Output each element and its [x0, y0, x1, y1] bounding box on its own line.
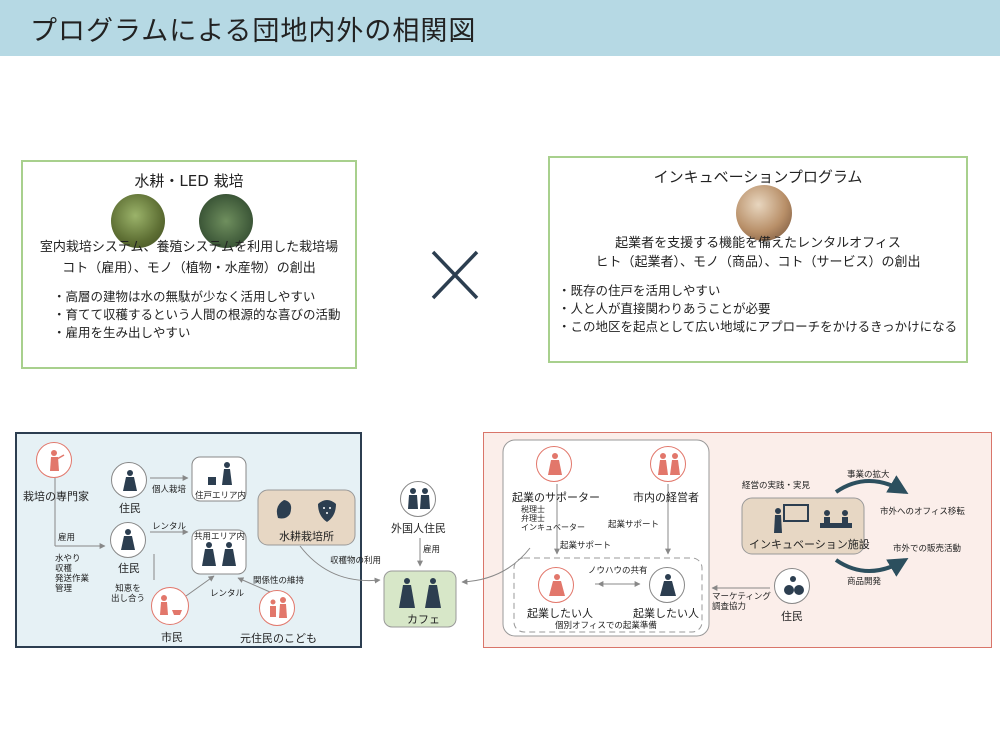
citizen-icon: [151, 587, 189, 625]
aspirant-icon-2: [649, 567, 685, 603]
incubation-bullets: 既存の住戸を活用しやすい 人と人が直接関わりあうことが必要 この地区を起点として…: [558, 282, 958, 336]
resident-right-icon: [774, 568, 810, 604]
rental-label: レンタル: [152, 522, 187, 532]
header-bar: プログラムによる団地内外の相関図: [0, 0, 1000, 56]
page-title: プログラムによる団地内外の相関図: [30, 16, 477, 47]
incubation-bullet: この地区を起点として広い地域にアプローチをかけるきっかけになる: [558, 318, 958, 336]
meeting-icon: [820, 510, 852, 528]
aspirant-icon-1: [538, 567, 574, 603]
tasks-list: 水やり 収穫 発送作業 管理: [55, 554, 89, 594]
sales-label: 市外での販売活動: [893, 544, 962, 554]
plant-photo-1: [111, 194, 165, 248]
marketing-label: マーケティング 調査協力: [712, 592, 771, 612]
office-prep-box: [513, 557, 703, 633]
expert-label: 栽培の専門家: [23, 490, 89, 503]
gardener-icon: [208, 462, 232, 485]
wisdom-label: 知恵を 出し合う: [111, 584, 145, 604]
startup-support-label-2: 起業サポート: [608, 520, 660, 530]
dwelling-area-label: 住戸エリア内: [195, 491, 247, 501]
hydroponics-desc-1: 室内栽培システム、養殖システムを利用した栽培場: [39, 240, 339, 255]
vegetable-icon: [276, 500, 292, 519]
startup-support-label-1: 起業サポート: [560, 541, 612, 551]
relocation-label: 市外へのオフィス移転: [880, 507, 965, 517]
expert-icon: [36, 442, 72, 478]
incubation-facility-box: [741, 497, 865, 555]
hydroponics-bullet: 高層の建物は水の無駄が少なく活用しやすい: [53, 288, 341, 306]
hydroponics-bullet: 雇用を生み出しやすい: [53, 324, 341, 342]
facility-label: 水耕栽培所: [279, 530, 334, 543]
cafe-people-icon: [399, 578, 441, 608]
incubation-bullet: 人と人が直接関わりあうことが必要: [558, 300, 957, 318]
product-dev-label: 商品開発: [847, 577, 882, 587]
hydroponics-title: 水耕・LED 栽培: [134, 172, 244, 190]
resident-mid-label: 住民: [118, 562, 140, 575]
employ-label-mid: 雇用: [423, 545, 441, 555]
wisdom-line: 知恵を: [115, 584, 141, 594]
cafe-box: [383, 570, 457, 628]
aspirant-label-1: 起業したい人: [527, 607, 593, 620]
incubation-desc-2: ヒト（起業者）、モノ（商品）、コト（サービス）の創出: [595, 255, 921, 270]
former-child-label: 元住民のこども: [240, 632, 317, 645]
plant-photo-2: [199, 194, 253, 248]
hydroponics-desc-2: コト（雇用）、モノ（植物・水産物）の創出: [62, 261, 316, 276]
supporter-list: 税理士 弁理士 インキュベーター: [521, 505, 585, 532]
resident-mid-icon: [110, 522, 146, 558]
knowhow-label: ノウハウの共有: [588, 566, 648, 576]
crop-use-label: 収穫物の利用: [330, 556, 382, 566]
office-photo: [736, 185, 792, 241]
marketing-line: マーケティング: [712, 592, 771, 602]
manager-icon: [650, 446, 686, 482]
hydroponics-card: 水耕・LED 栽培 室内栽培システム、養殖システムを利用した栽培場 コト（雇用）…: [21, 160, 357, 369]
cafe-label: カフェ: [407, 613, 440, 626]
resident-top-icon: [111, 462, 147, 498]
hydroponics-bullet: 育てて収穫するという人間の根源的な喜びの活動: [53, 306, 341, 324]
task-item: 管理: [55, 584, 73, 594]
incubation-card: インキュベーションプログラム 起業者を支援する機能を備えたレンタルオフィス ヒト…: [548, 156, 968, 363]
cross-icon: [431, 250, 479, 300]
former-child-icon: [259, 590, 295, 626]
citizen-label: 市民: [161, 631, 183, 644]
marketing-line: 調査協力: [712, 602, 747, 612]
office-prep-label: 個別オフィスでの起業準備: [555, 621, 657, 631]
relation-label: 関係性の維持: [253, 576, 305, 586]
supporter-label: 起業のサポーター: [512, 491, 600, 504]
dwelling-area-box: [191, 456, 247, 502]
foreign-resident-label: 外国人住民: [391, 522, 446, 535]
incubation-title: インキュベーションプログラム: [653, 168, 863, 186]
incubation-facility-label: インキュベーション施設: [749, 538, 870, 551]
hydroponics-bullets: 高層の建物は水の無駄が少なく活用しやすい 育てて収穫するという人間の根源的な喜び…: [53, 288, 341, 342]
task-item: 収穫: [55, 564, 73, 574]
supporter-item: 弁理士: [521, 514, 545, 523]
teacher-board-icon: [774, 504, 809, 533]
shared-area-label: 共用エリア内: [194, 532, 246, 542]
supporter-item: 税理士: [521, 505, 545, 514]
supporter-item: インキュベーター: [521, 523, 585, 532]
shared-people-icon: [202, 542, 236, 566]
resident-top-label: 住民: [119, 502, 141, 515]
rental2-label: レンタル: [210, 589, 245, 599]
supporter-icon: [536, 446, 572, 482]
task-item: 発送作業: [55, 574, 90, 584]
expand-label: 事業の拡大: [847, 470, 890, 480]
manager-label: 市内の経営者: [633, 491, 699, 504]
employ-label-left: 雇用: [58, 533, 76, 543]
incubation-desc-1: 起業者を支援する機能を備えたレンタルオフィス: [615, 236, 901, 251]
foreign-resident-icon: [400, 481, 436, 517]
resident-right-label: 住民: [781, 610, 803, 623]
task-item: 水やり: [55, 554, 81, 564]
incubation-bullet: 既存の住戸を活用しやすい: [558, 282, 957, 300]
aspirant-label-2: 起業したい人: [633, 607, 699, 620]
practice-label: 経営の実践・実見: [742, 481, 811, 491]
strawberry-icon: [318, 500, 336, 522]
personal-farm-label: 個人栽培: [152, 485, 187, 495]
wisdom-line: 出し合う: [111, 594, 146, 604]
